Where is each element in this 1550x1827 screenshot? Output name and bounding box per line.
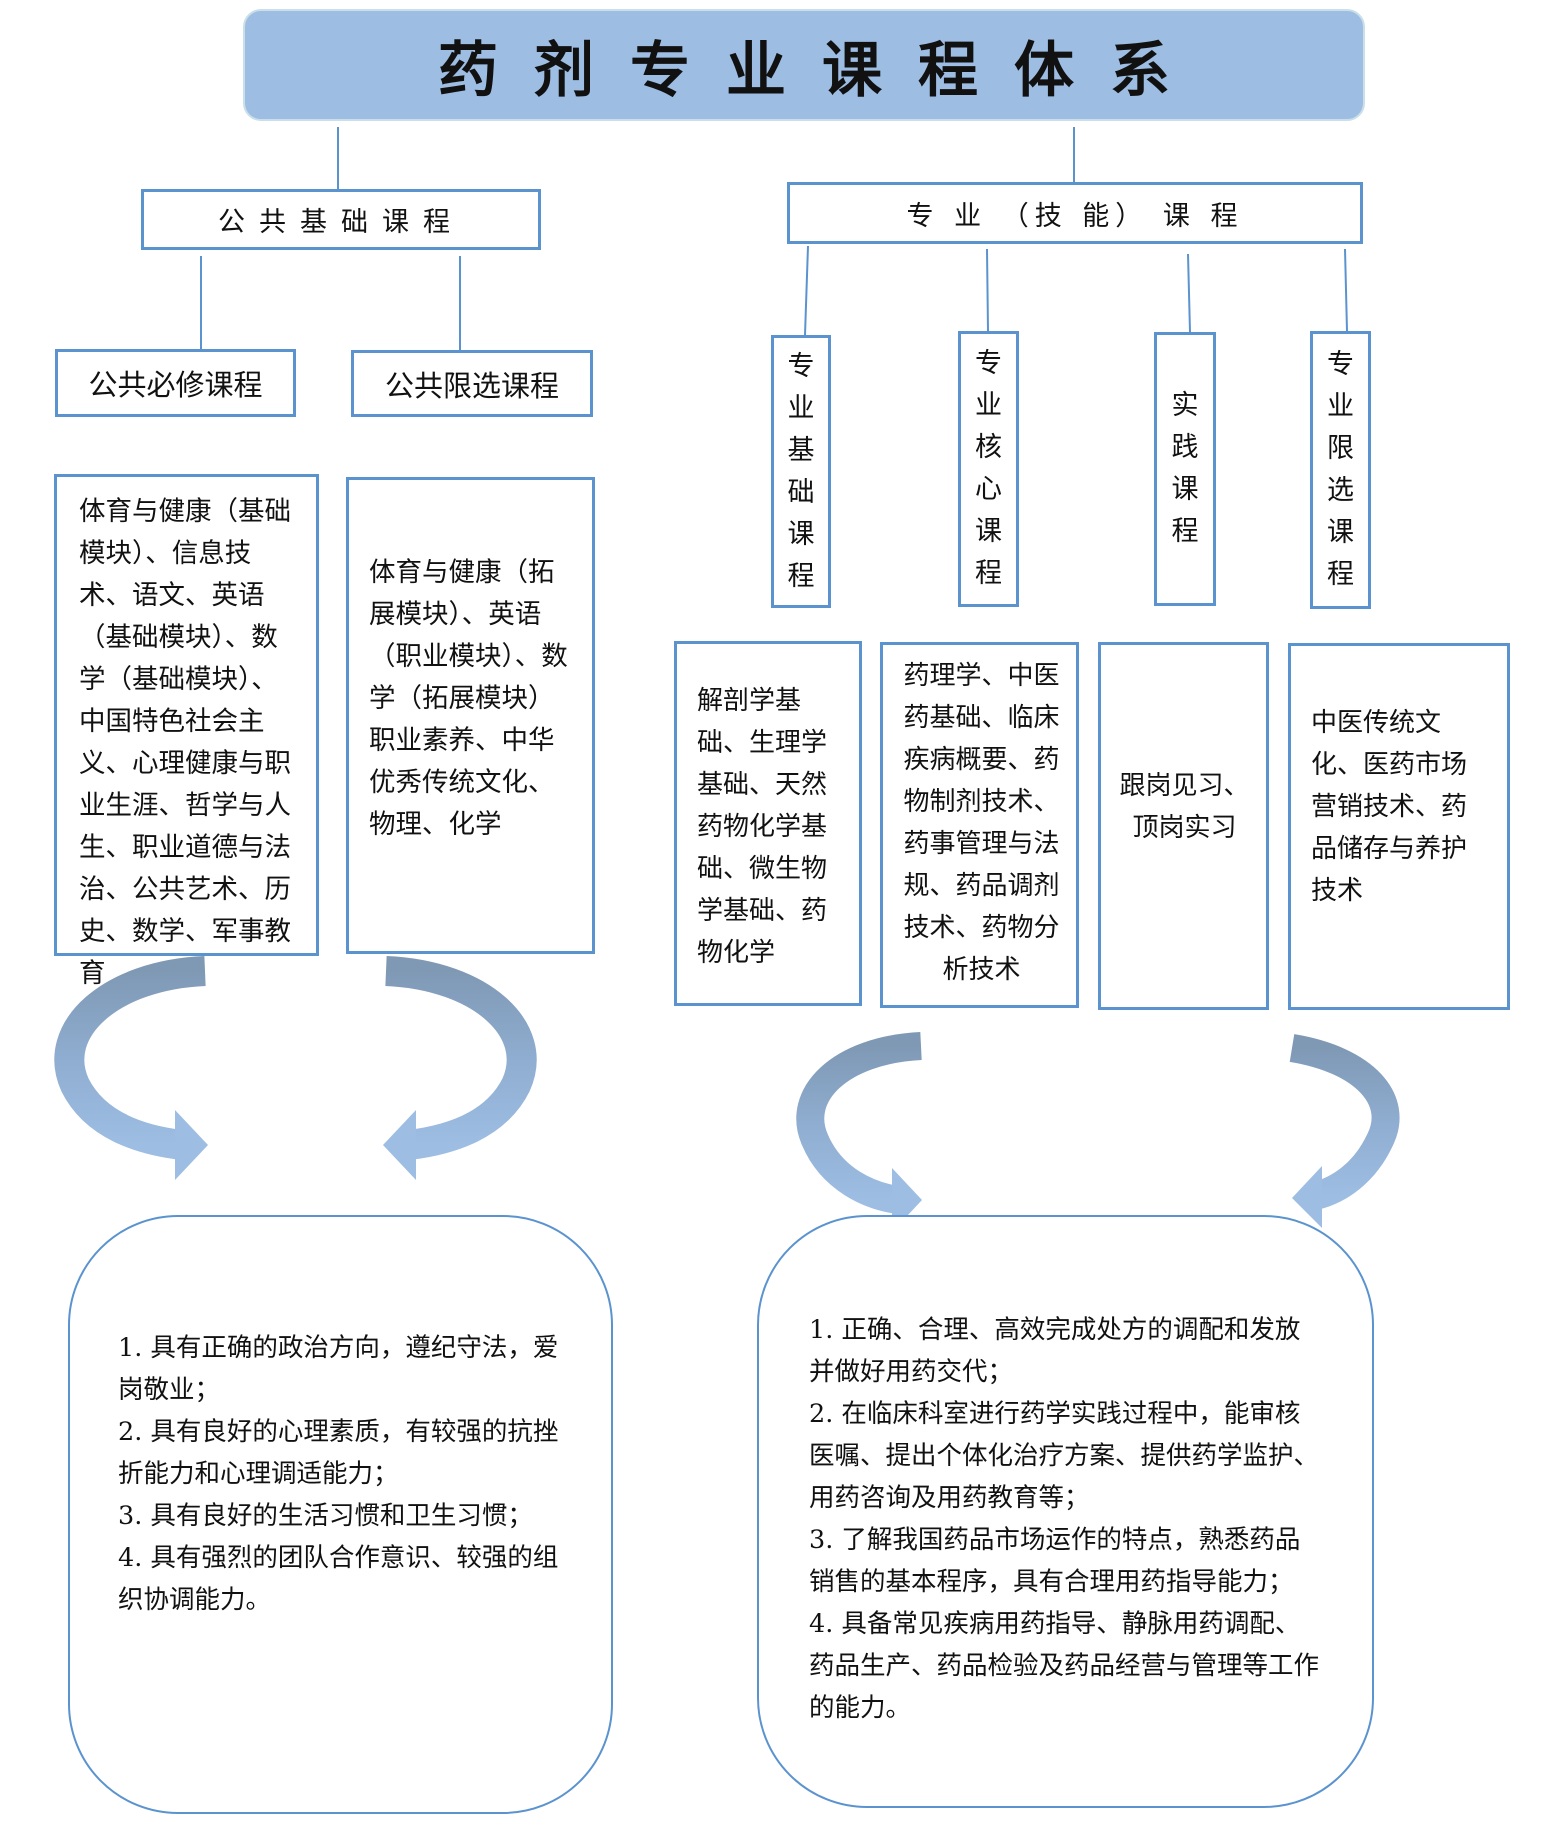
public-elective-courses: 体育与健康（拓展模块）、英语（职业模块）、数学（拓展模块）职业素养、中华优秀传统… [346,477,595,954]
professional-header: 专 业 （技 能） 课 程 [787,182,1363,244]
public-required-label: 公共必修课程 [55,349,296,417]
category-professional-foundation: 专业基础课程 [771,335,831,608]
professional-core-courses: 药理学、中医药基础、临床疾病概要、药物制剂技术、药事管理与法规、药品调剂技术、药… [880,642,1079,1008]
public-foundation-header: 公共基础课程 [141,189,541,250]
category-professional-elective: 专业限选课程 [1310,331,1371,609]
curved-arrow-left-1 [54,956,208,1180]
goal-item: 3. 具有良好的生活习惯和卫生习惯； [118,1501,533,1531]
goal-item: 2. 在临床科室进行药学实践过程中，能审核医嘱、提出个体化治疗方案、提供药学监护… [809,1399,1320,1513]
public-goals: 1. 具有正确的政治方向，遵纪守法，爱岗敬业； 2. 具有良好的心理素质，有较强… [68,1215,613,1814]
professional-elective-courses: 中医传统文化、医药市场营销技术、药品储存与养护技术 [1288,643,1510,1010]
connector-lines [200,127,1348,350]
curved-arrow-left-2 [383,956,537,1180]
practice-courses: 跟岗见习、顶岗实习 [1098,642,1269,1010]
goal-item: 3. 了解我国药品市场运作的特点，熟悉药品销售的基本程序，具有合理用药指导能力； [809,1525,1301,1597]
curved-arrow-right-1 [796,1032,922,1232]
public-elective-label: 公共限选课程 [351,350,593,417]
goal-item: 4. 具备常见疾病用药指导、静脉用药调配、药品生产、药品检验及药品经营与管理等工… [809,1609,1320,1723]
category-professional-core: 专业核心课程 [958,331,1019,607]
category-practice: 实践课程 [1154,332,1216,606]
public-required-courses: 体育与健康（基础模块）、信息技术、语文、英语（基础模块）、数学（基础模块）、中国… [54,474,319,989]
goal-item: 2. 具有良好的心理素质，有较强的抗挫折能力和心理调适能力； [118,1417,559,1489]
goal-item: 4. 具有强烈的团队合作意识、较强的组织协调能力。 [118,1543,559,1615]
goal-item: 1. 正确、合理、高效完成处方的调配和发放并做好用药交代； [809,1315,1301,1387]
page-title: 药剂专业课程体系 [243,9,1365,121]
curved-arrow-right-2 [1289,1034,1400,1228]
goal-item: 1. 具有正确的政治方向，遵纪守法，爱岗敬业； [118,1333,559,1405]
professional-foundation-courses: 解剖学基础、生理学基础、天然药物化学基础、微生物学基础、药物化学 [674,641,862,1006]
professional-goals: 1. 正确、合理、高效完成处方的调配和发放并做好用药交代； 2. 在临床科室进行… [757,1215,1374,1808]
